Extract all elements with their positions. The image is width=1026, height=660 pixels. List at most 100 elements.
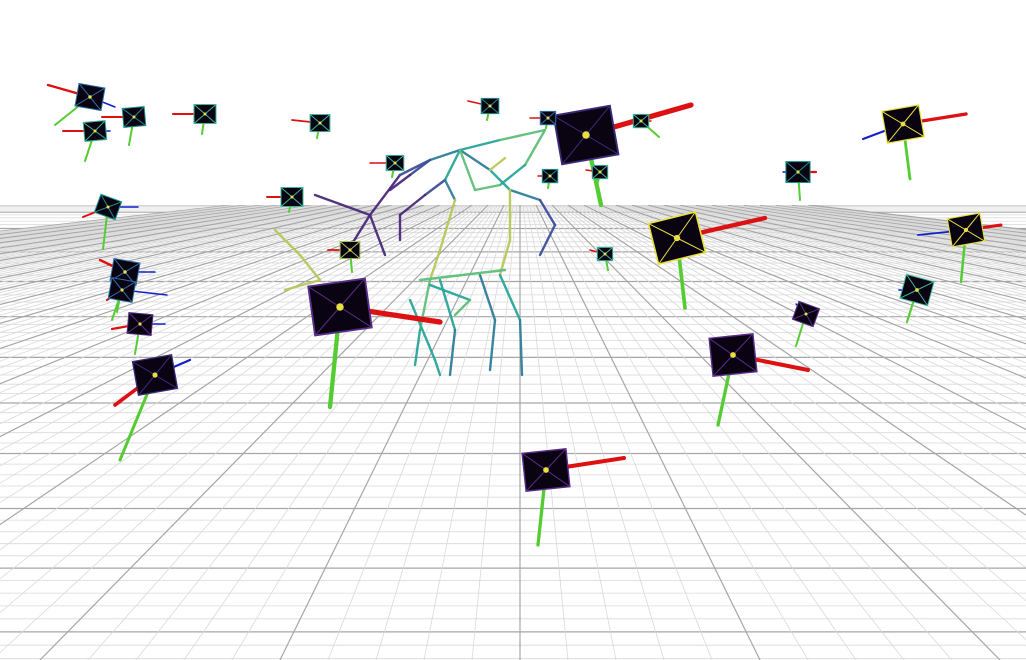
grid-line xyxy=(327,204,508,660)
grid-line xyxy=(587,204,1026,418)
frustum-edge xyxy=(154,354,172,376)
frustum-edge xyxy=(965,229,985,242)
grid-line-major xyxy=(599,204,1026,379)
camera xyxy=(172,104,217,135)
camera-center xyxy=(120,288,124,292)
camera-center xyxy=(730,352,736,358)
grid-line xyxy=(603,204,1026,371)
camera xyxy=(917,212,1003,284)
frustum-edge xyxy=(585,105,611,136)
frustum-edge xyxy=(339,278,366,308)
camera xyxy=(62,120,111,162)
grid-line xyxy=(135,204,495,660)
frustum-edge xyxy=(193,104,206,115)
skeleton-bone xyxy=(438,278,457,332)
frustum-edge xyxy=(314,306,341,336)
frustum-edge xyxy=(154,374,178,389)
frustum-edge xyxy=(128,312,141,325)
frustum-edge xyxy=(547,117,557,126)
camera-center xyxy=(598,170,602,174)
camera xyxy=(898,273,935,324)
frustum-edge xyxy=(139,323,152,336)
frustum-edge xyxy=(905,274,918,291)
frustum-edge xyxy=(676,237,706,253)
grid-line xyxy=(667,204,1026,285)
frustum-edge xyxy=(899,289,918,299)
grid-line xyxy=(0,204,421,344)
grid-line xyxy=(231,204,502,660)
grid-line-major xyxy=(551,204,1001,660)
camera xyxy=(585,164,609,183)
frustum-edge xyxy=(539,110,549,119)
camera-frusta xyxy=(46,82,1003,547)
frustum-edge xyxy=(394,162,405,171)
grid-line xyxy=(554,204,1026,641)
skeleton-bone xyxy=(538,198,557,227)
camera-center xyxy=(603,252,607,256)
camera-center xyxy=(639,119,643,123)
grid-line-major xyxy=(39,204,489,660)
frustum-edge xyxy=(132,361,156,376)
grid-line xyxy=(644,204,1026,305)
grid-line xyxy=(0,204,431,362)
camera-center xyxy=(93,129,97,133)
frustum-edge xyxy=(549,175,559,184)
frustum-edge xyxy=(307,286,341,308)
frustum-edge xyxy=(732,354,758,373)
camera-center xyxy=(673,234,681,242)
frustum-edge xyxy=(541,175,551,184)
frustum-edge xyxy=(480,105,491,114)
skeleton-bone xyxy=(423,178,447,197)
frustum-edge xyxy=(126,323,141,334)
frustum-edge xyxy=(798,301,807,315)
grid-line xyxy=(0,204,396,309)
grid-line xyxy=(0,204,370,286)
grid-line xyxy=(660,204,1026,290)
frustum-edge xyxy=(339,249,351,259)
frustum-edge xyxy=(916,281,935,291)
frustum-edge xyxy=(123,116,135,128)
skeleton-bone xyxy=(408,158,432,177)
skeleton-bone xyxy=(498,128,547,142)
camera-center xyxy=(203,112,207,116)
frustum-edge xyxy=(309,114,321,124)
skeleton-bone xyxy=(523,128,547,167)
grid-line-major xyxy=(631,204,1026,320)
frustum-edge xyxy=(805,308,820,315)
frustum-edge xyxy=(480,98,491,107)
frustum-edge xyxy=(525,469,547,492)
camera xyxy=(110,312,166,355)
grid-line xyxy=(0,204,479,580)
grid-line xyxy=(606,204,1026,364)
grid-line xyxy=(0,204,447,403)
camera xyxy=(46,82,116,126)
frustum-edge xyxy=(797,161,811,173)
camera xyxy=(521,448,626,547)
frustum-edge xyxy=(309,122,321,132)
camera xyxy=(467,97,500,121)
grid-line xyxy=(619,204,1026,339)
frustum-edge xyxy=(489,105,500,114)
grid-line xyxy=(635,204,1026,316)
frustum-edge xyxy=(561,134,587,165)
grid-line xyxy=(0,204,434,369)
grid-line-major xyxy=(535,204,761,660)
frustum-edge xyxy=(89,87,106,98)
grid-line xyxy=(657,204,1026,293)
camera-center xyxy=(915,288,919,292)
skeleton-bone xyxy=(283,278,322,292)
grid-line-major xyxy=(0,204,409,325)
camera-center xyxy=(488,104,492,108)
grid-line xyxy=(654,204,1026,296)
skeleton-bone xyxy=(443,178,457,202)
frustum-edge xyxy=(121,281,136,291)
camera xyxy=(632,113,660,138)
frustum-edge xyxy=(545,469,571,488)
camera xyxy=(113,353,192,462)
skeleton-bone xyxy=(368,173,402,217)
frustum-edge xyxy=(785,171,799,183)
frustum-edge xyxy=(596,246,606,255)
frustum-edge xyxy=(100,194,109,208)
